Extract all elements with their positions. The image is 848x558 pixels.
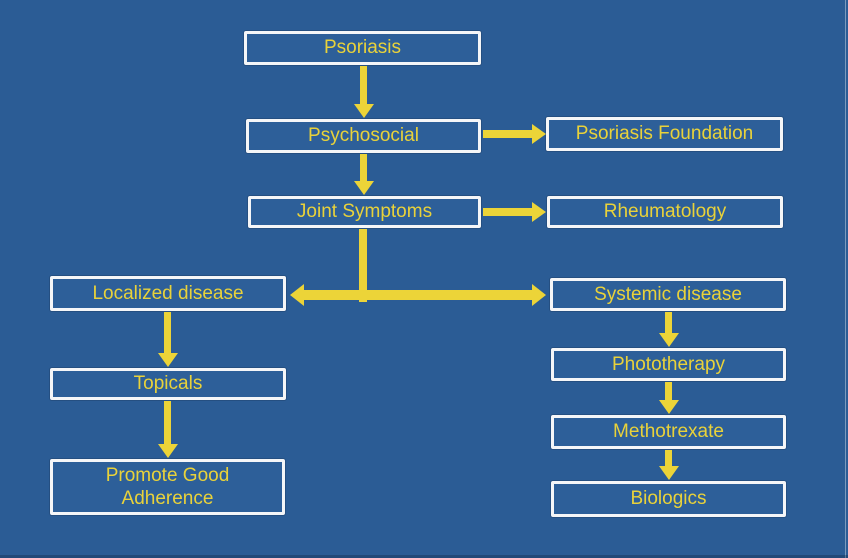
node-localized-disease: Localized disease bbox=[50, 276, 286, 311]
connector-line bbox=[359, 229, 367, 302]
arrow-down-icon bbox=[164, 312, 171, 354]
node-psoriasis: Psoriasis bbox=[244, 31, 481, 65]
node-topicals: Topicals bbox=[50, 368, 286, 400]
arrow-right-icon bbox=[483, 130, 533, 138]
node-rheumatology: Rheumatology bbox=[547, 196, 783, 228]
node-promote-good-adherence: Promote Good Adherence bbox=[50, 459, 285, 515]
node-phototherapy: Phototherapy bbox=[551, 348, 786, 381]
right-edge-highlight bbox=[845, 0, 846, 558]
node-biologics: Biologics bbox=[551, 481, 786, 517]
arrow-down-icon bbox=[665, 382, 672, 401]
bottom-edge-shadow bbox=[0, 555, 848, 558]
node-psychosocial: Psychosocial bbox=[246, 119, 481, 153]
arrow-down-icon bbox=[360, 154, 367, 182]
node-psoriasis-foundation: Psoriasis Foundation bbox=[546, 117, 783, 151]
arrow-down-icon bbox=[665, 450, 672, 467]
arrow-left-right-icon bbox=[304, 290, 532, 300]
arrow-right-icon bbox=[483, 208, 533, 216]
node-methotrexate: Methotrexate bbox=[551, 415, 786, 449]
arrow-down-icon bbox=[360, 66, 367, 105]
arrow-down-icon bbox=[164, 401, 171, 445]
node-joint-symptoms: Joint Symptoms bbox=[248, 196, 481, 228]
arrow-down-icon bbox=[665, 312, 672, 334]
node-systemic-disease: Systemic disease bbox=[550, 278, 786, 311]
